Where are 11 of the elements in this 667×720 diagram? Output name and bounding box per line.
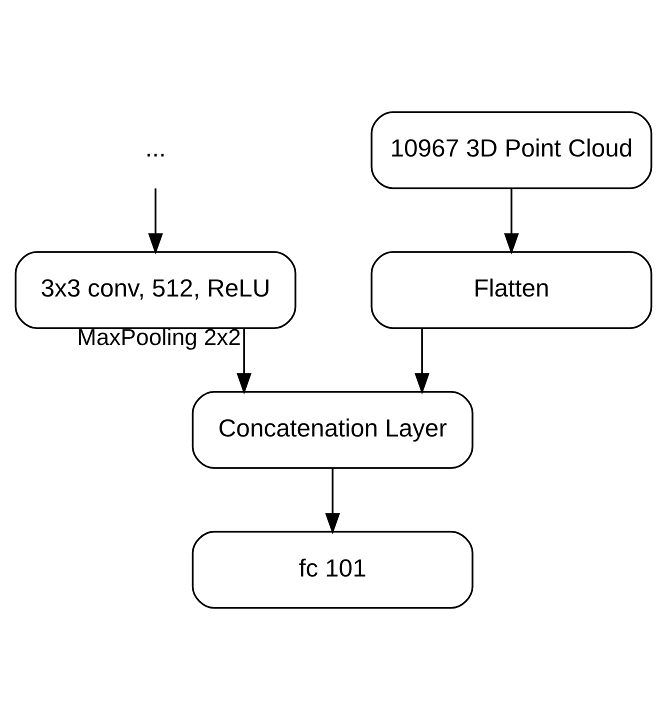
node-text: ... [145, 136, 166, 163]
arrow [148, 188, 163, 255]
arrow [236, 328, 252, 394]
arrow [325, 468, 340, 534]
arrow [414, 328, 430, 394]
node-box: 3x3 conv, 512, ReLU [14, 251, 296, 329]
node-box: Flatten [370, 251, 652, 329]
node-box: 10967 3D Point Cloud [370, 111, 652, 190]
node-box: Concatenation Layer [192, 391, 474, 469]
arrow [504, 188, 519, 255]
node-box: fc 101 [192, 530, 474, 609]
